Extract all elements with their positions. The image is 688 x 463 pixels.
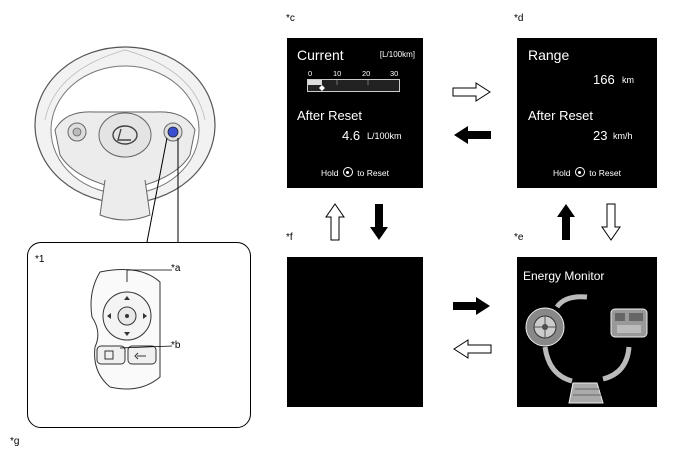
energy-flow-illustration xyxy=(525,294,648,404)
screen-d-title: Range xyxy=(528,47,570,63)
switch-zoom-box xyxy=(27,242,251,428)
hold-suffix: to Reset xyxy=(357,168,389,178)
flow-arrow-outline-left xyxy=(453,339,492,359)
callout-g: *g xyxy=(10,436,20,447)
callout-f: *f xyxy=(286,232,293,243)
scale-tick-10: 10 xyxy=(333,69,342,78)
flow-arrow-outline-down xyxy=(601,203,621,241)
callout-a: *a xyxy=(171,263,181,274)
screen-current-fuel: Current [L/100km] 0 10 20 30 After Reset… xyxy=(287,38,423,188)
speed-unit: km/h xyxy=(613,131,633,141)
flow-arrow-solid-right xyxy=(453,297,490,315)
engine-icon xyxy=(610,308,648,338)
callout-e: *e xyxy=(514,232,524,243)
hold-prefix: Hold xyxy=(321,168,339,178)
flow-arrow-solid-left xyxy=(454,126,491,144)
screen-c-unit: [L/100km] xyxy=(379,50,415,59)
fuel-scale-bar xyxy=(307,79,400,92)
screen-c-hold-row: Hold to Reset xyxy=(287,166,423,178)
flow-arrow-outline-up xyxy=(325,203,345,241)
reset-button-icon xyxy=(342,167,353,177)
range-unit: km xyxy=(622,75,634,85)
flow-arrow-outline-right xyxy=(452,82,491,102)
screen-c-subtitle: After Reset xyxy=(297,108,363,123)
range-value: 166 xyxy=(593,72,615,87)
accelerator-pedal-icon xyxy=(568,382,604,404)
scale-tick-30: 30 xyxy=(390,69,399,78)
screen-d-subtitle: After Reset xyxy=(528,108,594,123)
fuel-scale-marker xyxy=(318,85,325,91)
speed-value: 23 xyxy=(593,128,608,143)
scale-tick-0: 0 xyxy=(308,69,313,78)
screen-c-value-unit: L/100km xyxy=(367,131,402,141)
fuel-scale-fill xyxy=(308,80,322,85)
screen-energy-monitor: Energy Monitor xyxy=(517,257,657,407)
callout-d: *d xyxy=(514,13,524,24)
highlighted-switch xyxy=(167,126,179,138)
screen-blank xyxy=(287,257,423,407)
screen-e-title: Energy Monitor xyxy=(523,269,605,283)
screen-range: Range 166 km After Reset 23 km/h Hold to… xyxy=(517,38,657,188)
wheel-icon xyxy=(525,307,565,347)
flow-arrow-solid-down xyxy=(370,204,388,240)
screen-c-value: 4.6 xyxy=(342,128,361,143)
callout-c: *c xyxy=(286,13,295,24)
screen-d-hold-row: Hold to Reset xyxy=(517,166,657,178)
hold-suffix: to Reset xyxy=(589,168,621,178)
scale-tick-20: 20 xyxy=(362,69,371,78)
hold-prefix: Hold xyxy=(553,168,571,178)
callout-b: *b xyxy=(171,340,181,351)
reset-button-icon xyxy=(574,167,585,177)
callout-1: *1 xyxy=(35,254,45,265)
flow-arrow-solid-up xyxy=(557,204,575,240)
screen-c-title: Current xyxy=(297,47,344,63)
switch-panel-illustration xyxy=(90,269,173,390)
